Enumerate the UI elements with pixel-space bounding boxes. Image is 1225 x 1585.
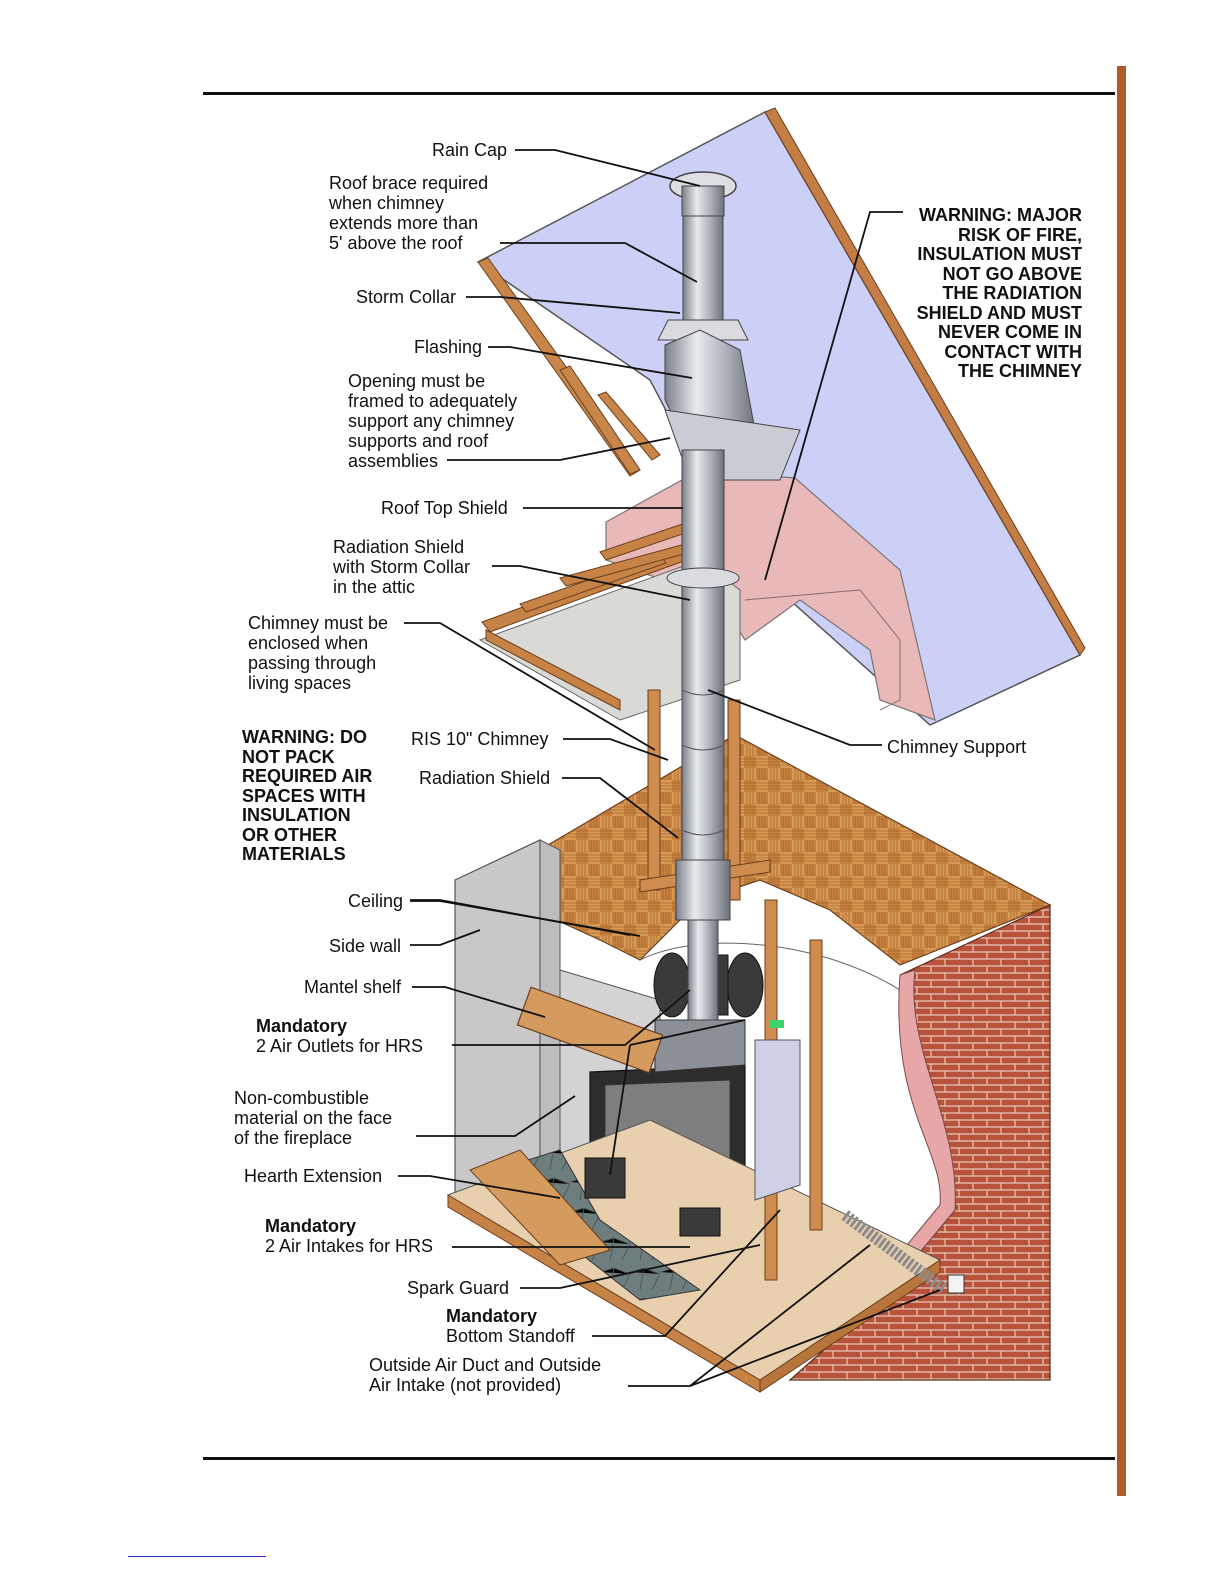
label-line: Air Intake (not provided) <box>369 1375 562 1395</box>
label-chimney-support: Chimney Support <box>887 737 1027 757</box>
label-line: REQUIRED AIR <box>242 766 373 786</box>
label-line: Mandatory <box>256 1016 348 1036</box>
label-line: INSULATION MUST <box>917 244 1082 264</box>
label-bottom-standoff: Mandatory Bottom Standoff <box>446 1306 575 1346</box>
green-clip-top <box>770 1020 784 1028</box>
label-line: support any chimney <box>348 411 515 431</box>
label-line: of the fireplace <box>234 1128 353 1148</box>
label-air-intakes: Mandatory 2 Air Intakes for HRS <box>265 1216 433 1256</box>
label-flashing: Flashing <box>414 337 483 357</box>
label-mantel-shelf: Mantel shelf <box>304 977 402 997</box>
label-line: MATERIALS <box>242 844 346 864</box>
label-line: 2 Air Outlets for HRS <box>256 1036 424 1056</box>
label-storm-collar: Storm Collar <box>356 287 457 307</box>
label-line: Radiation Shield <box>333 537 465 557</box>
label-line: extends more than <box>329 213 479 233</box>
footer-rule <box>203 1457 1115 1460</box>
leader-lines <box>398 149 941 1387</box>
label-roof-brace: Roof brace required when chimney extends… <box>329 173 488 253</box>
label-ceiling: Ceiling <box>348 891 404 911</box>
outside-air-duct <box>841 1210 949 1295</box>
label-line: Bottom Standoff <box>446 1326 575 1346</box>
header-rule <box>203 92 1115 95</box>
fireplace-side-panel <box>754 1039 801 1201</box>
label-line: enclosed when <box>248 633 369 653</box>
label-line: NOT GO ABOVE <box>942 263 1082 284</box>
ceiling <box>478 734 1052 991</box>
label-radiation-shield-attic: Radiation Shield with Storm Collar in th… <box>333 537 470 597</box>
label-line: passing through <box>248 653 377 673</box>
label-line: WARNING: DO <box>242 727 367 747</box>
label-rain-cap: Rain Cap <box>432 140 508 160</box>
label-line: supports and roof <box>348 431 489 451</box>
label-line: Mandatory <box>265 1216 357 1236</box>
label-line: SPACES WITH <box>242 785 366 806</box>
roof <box>476 107 1086 726</box>
label-air-outlets: Mandatory 2 Air Outlets for HRS <box>256 1016 423 1056</box>
attic-joists <box>478 517 741 721</box>
hearth-extension <box>469 1149 702 1301</box>
label-chimney-enclosed: Chimney must be enclosed when passing th… <box>248 613 388 693</box>
label-non-combustible: Non-combustible material on the face of … <box>234 1088 392 1148</box>
label-line: when chimney <box>329 193 445 213</box>
label-line: CONTACT WITH <box>944 341 1082 362</box>
label-line: in the attic <box>333 577 416 597</box>
label-line: NEVER COME IN <box>937 322 1082 342</box>
label-roof-top-shield: Roof Top Shield <box>381 498 508 518</box>
label-line: living spaces <box>248 673 352 693</box>
label-line: RISK OF FIRE, <box>957 224 1082 245</box>
label-line: 2 Air Intakes for HRS <box>265 1236 434 1256</box>
label-line: 5' above the roof <box>329 233 463 253</box>
label-line: Mandatory <box>446 1306 538 1326</box>
label-ris-chimney: RIS 10" Chimney <box>411 729 549 749</box>
label-line: NOT PACK <box>242 746 335 767</box>
label-line: Non-combustible <box>234 1088 370 1108</box>
label-line: WARNING: MAJOR <box>919 205 1082 225</box>
label-line: OR OTHER <box>242 824 338 845</box>
label-spark-guard: Spark Guard <box>407 1278 510 1298</box>
label-line: INSULATION <box>242 805 351 825</box>
label-line: with Storm Collar <box>333 557 471 577</box>
label-opening: Opening must be framed to adequately sup… <box>348 371 517 471</box>
warning-air-spaces: WARNING: DO NOT PACK REQUIRED AIR SPACES… <box>242 727 373 865</box>
label-line: Opening must be <box>348 371 486 391</box>
warning-fire: WARNING: MAJOR RISK OF FIRE, INSULATION … <box>880 205 1082 382</box>
label-line: Outside Air Duct and Outside <box>369 1355 602 1375</box>
mantel-shelf <box>516 986 664 1074</box>
label-line: THE CHIMNEY <box>957 361 1082 381</box>
label-line: material on the face <box>234 1108 393 1128</box>
footer-link-underline <box>128 1556 266 1557</box>
label-outside-air: Outside Air Duct and Outside Air Intake … <box>369 1355 601 1395</box>
chimney <box>657 171 801 1021</box>
label-line: SHIELD AND MUST <box>916 302 1082 323</box>
side-accent-bar <box>1117 66 1126 1496</box>
label-line: Chimney must be <box>248 613 389 633</box>
label-side-wall: Side wall <box>329 936 402 956</box>
label-radiation-shield: Radiation Shield <box>419 768 551 788</box>
label-line: Roof brace required <box>329 173 489 193</box>
label-line: assemblies <box>348 451 439 471</box>
label-line: THE RADIATION <box>942 283 1082 303</box>
label-line: framed to adequately <box>348 391 518 411</box>
label-hearth-extension: Hearth Extension <box>244 1166 383 1186</box>
outside-air-intake <box>947 1274 965 1294</box>
